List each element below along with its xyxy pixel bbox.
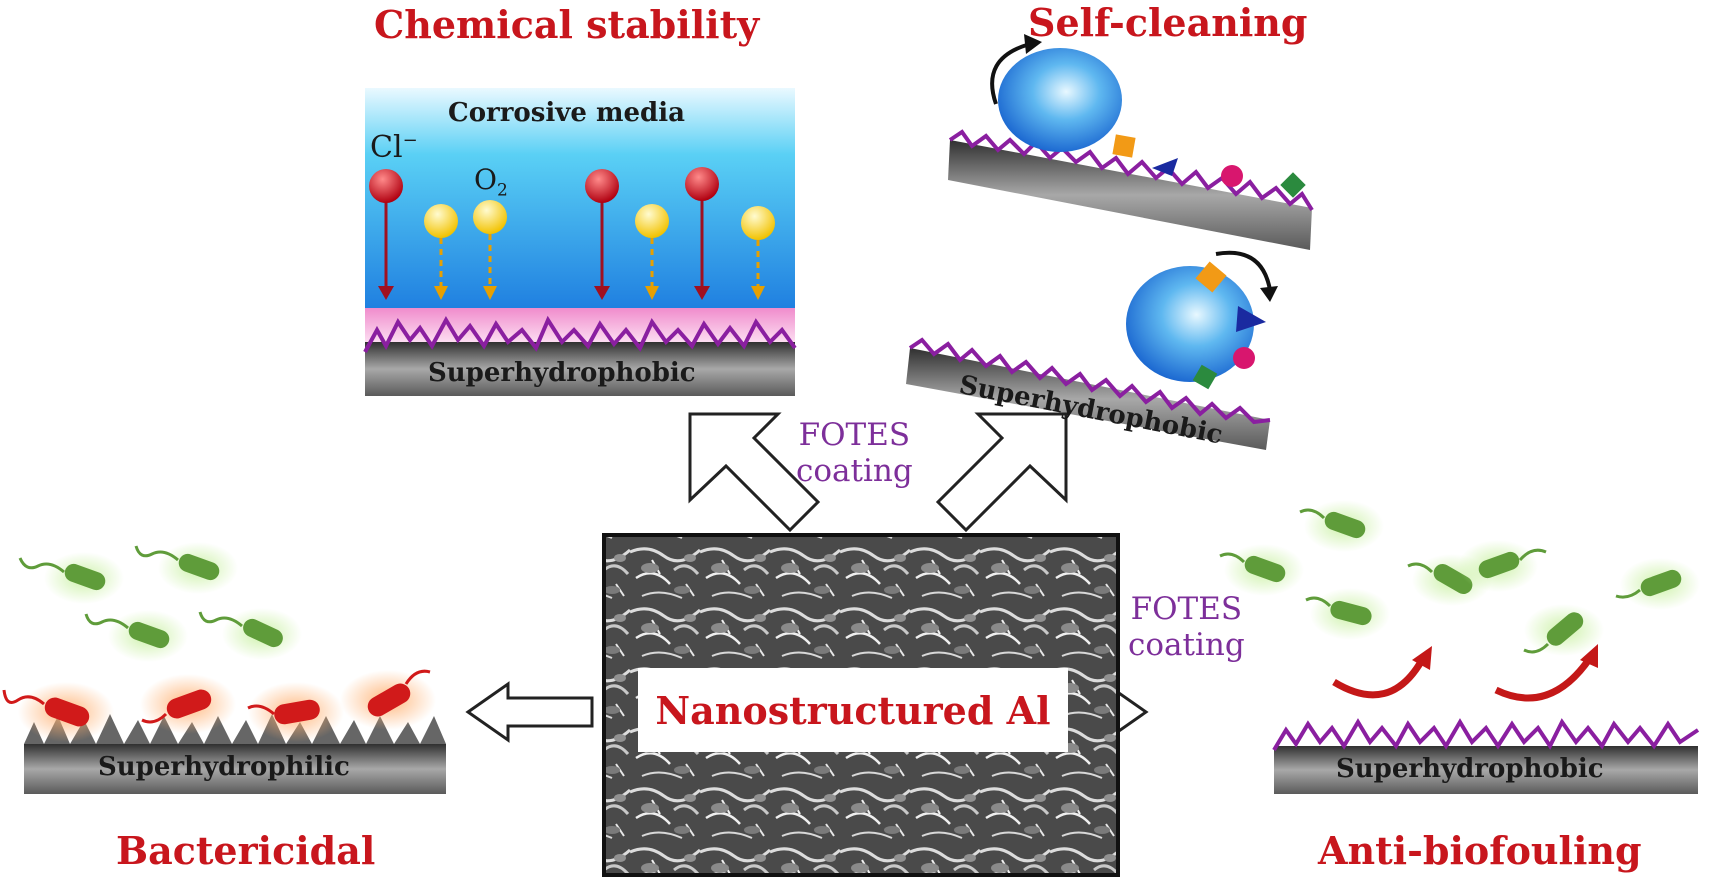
oxygen-symbol: O xyxy=(474,163,497,196)
superhydrophilic-substrate xyxy=(24,744,446,794)
anti-biofouling-panel xyxy=(1219,500,1700,794)
chloride-ions xyxy=(369,167,719,300)
oxygen-molecule xyxy=(635,204,669,238)
right-coating-line1: FOTES xyxy=(1130,591,1243,627)
rough-surface-line-upper xyxy=(948,129,1314,212)
dirt-particle-orange xyxy=(1112,134,1136,158)
arrow-to-self-cleaning xyxy=(935,412,1068,533)
repulsion-arrow xyxy=(1332,658,1426,699)
chloride-symbol: Cl xyxy=(370,130,403,165)
bactericidal-panel xyxy=(2,542,446,794)
bacterium-green xyxy=(1640,569,1682,597)
anti-biofouling-title: Anti-biofouling xyxy=(1318,828,1642,873)
bacterium-green xyxy=(1244,555,1286,583)
oxygen-subscript: 2 xyxy=(496,180,508,201)
top-coating-line1: FOTES xyxy=(798,417,911,453)
bacterium-red xyxy=(274,699,320,725)
top-coating-line2: coating xyxy=(796,452,913,489)
rough-surface-line-lower xyxy=(908,337,1271,425)
bactericidal-surface-label: Superhydrophilic xyxy=(98,752,350,782)
substrate-block xyxy=(365,342,795,396)
bacterium-red xyxy=(166,689,212,719)
red-bacteria-group xyxy=(2,669,436,742)
repulsion-arrow xyxy=(1494,656,1593,702)
tilted-substrate-lower xyxy=(906,348,1270,450)
nanostructured-al-label: Nanostructured Al xyxy=(638,668,1068,752)
superhydrophobic-substrate xyxy=(1274,746,1698,794)
nano-spikes xyxy=(24,714,446,744)
oxygen-molecule xyxy=(741,206,775,240)
chloride-ion xyxy=(585,169,619,203)
dirt-particle-blue xyxy=(1152,158,1178,176)
anti-biofouling-surface-label: Superhydrophobic xyxy=(1336,754,1604,784)
self-cleaning-title: Self-cleaning xyxy=(1028,0,1308,45)
repulsion-arrows xyxy=(1332,644,1598,702)
chloride-ion-label: Cl− xyxy=(370,132,418,163)
right-coating-line2: coating xyxy=(1128,626,1245,663)
rolling-arrow xyxy=(1215,250,1272,291)
bacterium-green xyxy=(243,618,283,648)
tilted-substrate-upper xyxy=(948,140,1312,250)
arrow-to-bactericidal xyxy=(465,681,594,743)
bacterium-green xyxy=(178,553,220,581)
bacterium-green xyxy=(1330,600,1372,626)
oxygen-arrowheads xyxy=(434,286,765,300)
corrosive-media-water xyxy=(365,88,795,310)
top-coating-label: FOTES coating xyxy=(796,417,913,489)
dirt-particle-orange xyxy=(1195,261,1227,293)
rolling-arrow xyxy=(990,42,1031,105)
corrosive-media-label: Corrosive media xyxy=(448,98,685,128)
dirt-particle-green xyxy=(1192,364,1218,390)
green-bacteria-group xyxy=(18,542,302,662)
dirt-particle-pink xyxy=(1221,165,1243,187)
bacterium-green xyxy=(1546,612,1584,646)
chemical-stability-panel xyxy=(363,88,797,396)
bacterium-green xyxy=(128,621,170,649)
water-droplet xyxy=(1126,266,1254,382)
bacterium-green xyxy=(1478,551,1520,579)
bacterium-green xyxy=(1433,564,1473,594)
dirt-particle-pink xyxy=(1233,347,1255,369)
chloride-charge: − xyxy=(402,130,418,151)
rough-surface-line xyxy=(363,315,797,353)
rough-surface-line xyxy=(1272,718,1700,752)
oxygen-molecule xyxy=(424,204,458,238)
oxygen-label: O2 xyxy=(474,166,508,200)
bacterium-red xyxy=(367,683,411,717)
right-coating-label: FOTES coating xyxy=(1128,591,1245,663)
chloride-ion xyxy=(685,167,719,201)
arrow-to-chemical-stability xyxy=(688,412,821,533)
water-droplet xyxy=(998,48,1122,152)
bactericidal-title: Bactericidal xyxy=(116,828,376,873)
bacterium-red xyxy=(44,697,90,727)
chemical-stability-surface-label: Superhydrophobic xyxy=(428,358,696,388)
chloride-ion xyxy=(369,169,403,203)
chemical-stability-title: Chemical stability xyxy=(374,2,760,47)
dirt-particle-blue xyxy=(1236,306,1266,332)
repelled-bacteria xyxy=(1219,500,1700,656)
oxygen-molecules xyxy=(439,234,760,292)
self-cleaning-upper-panel xyxy=(948,34,1314,250)
bacterium-green xyxy=(1324,511,1366,539)
self-cleaning-lower-panel xyxy=(906,250,1278,450)
oxygen-molecule xyxy=(473,200,507,234)
bacterium-green xyxy=(64,563,106,591)
